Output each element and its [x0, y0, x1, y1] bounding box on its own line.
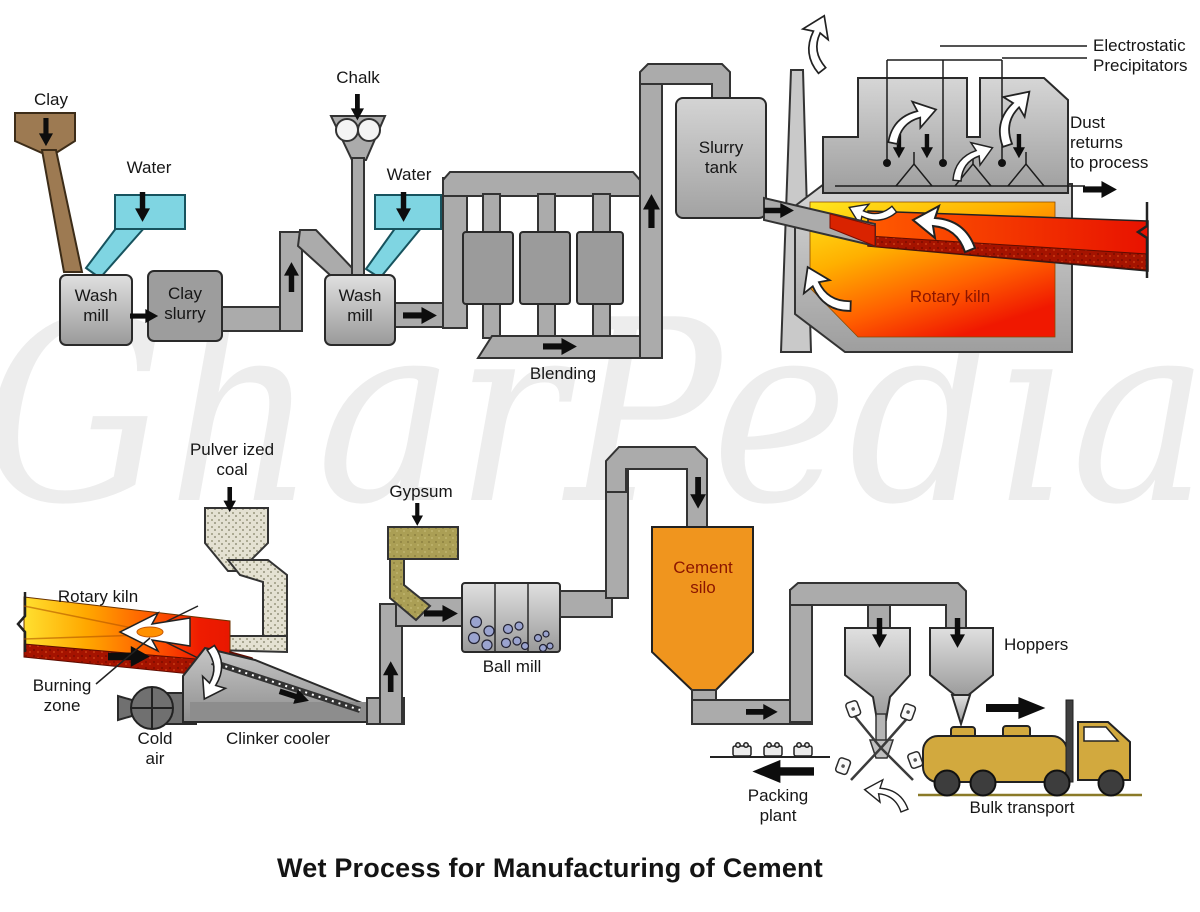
- label-water-right: Water: [386, 165, 432, 184]
- packing-machine: [834, 699, 924, 813]
- gypsum-down-arrow-icon: [411, 503, 423, 526]
- label-packing-plant: Packing plant: [747, 786, 809, 826]
- slurry-tank-vessel: [675, 97, 767, 219]
- cement-silo-vessel: [651, 526, 754, 693]
- kiln-feed-pipe: [763, 196, 876, 248]
- label-dust-returns: Dust returns to process: [1070, 113, 1149, 173]
- electrostatic-precipitator: [822, 45, 1117, 198]
- label-cement-silo: Cement silo: [673, 558, 733, 598]
- label-clinker-cooler: Clinker cooler: [226, 729, 330, 748]
- label-bulk-transport: Bulk transport: [969, 798, 1075, 817]
- bulk-transport-truck: [918, 697, 1142, 797]
- label-blending: Blending: [529, 364, 597, 383]
- cement-bag-icon: [834, 699, 924, 776]
- label-water-left: Water: [126, 158, 172, 177]
- wheel-icon: [933, 769, 1125, 797]
- packing-left-arrow-icon: [752, 759, 814, 783]
- cab-window-icon: [1083, 726, 1120, 742]
- ball-mill-box: [461, 582, 561, 653]
- clinker-cooler-assembly: [182, 603, 405, 725]
- page-title: Wet Process for Manufacturing of Cement: [277, 853, 823, 883]
- burning-zone-pointer: [95, 637, 151, 685]
- clay-slurry-box: [147, 270, 223, 342]
- hopper-2: [929, 627, 994, 728]
- label-clay-slurry: Clay slurry: [164, 284, 206, 324]
- bag-on-conveyor-icon: [732, 742, 813, 757]
- label-gypsum: Gypsum: [389, 482, 453, 501]
- packer-rotation-arrow-icon: [863, 779, 909, 813]
- pipe-network-top: [221, 63, 731, 359]
- dust-return-arrow-icon: [1083, 181, 1117, 198]
- label-burning-zone: Burning zone: [32, 676, 92, 716]
- label-wash-mill-1: Wash mill: [74, 286, 118, 326]
- pipe-ballmill-to-silo: [559, 446, 708, 618]
- water-tank-left: [84, 194, 186, 280]
- label-rotary-kiln-top: Rotary kiln: [909, 287, 991, 306]
- truck-right-arrow-icon: [986, 697, 1046, 719]
- blending-tanks: [462, 231, 624, 305]
- grinding-balls-icon: [467, 615, 554, 653]
- label-electrostatic-precipitators: Electrostatic Precipitators: [1093, 36, 1188, 76]
- exhaust-arrow-icon: [786, 8, 849, 76]
- label-pulverized-coal: Pulver ized coal: [189, 440, 275, 480]
- gypsum-feed: [387, 503, 465, 627]
- wash-mill-2-box: [324, 274, 396, 346]
- label-chalk: Chalk: [336, 68, 380, 87]
- packing-conveyor: [710, 742, 830, 783]
- chalk-hopper: [329, 115, 387, 277]
- label-clay: Clay: [33, 90, 68, 109]
- label-cold-air: Cold air: [137, 729, 173, 769]
- label-ball-mill: Ball mill: [482, 657, 542, 676]
- label-rotary-kiln-bottom: Rotary kiln: [57, 587, 139, 606]
- label-hoppers: Hoppers: [1004, 635, 1069, 654]
- label-slurry-tank: Slurry tank: [698, 138, 744, 178]
- rotary-kiln-top-assembly: [794, 183, 1149, 353]
- label-wash-mill-2: Wash mill: [338, 286, 382, 326]
- pipe-silo-to-hoppers: [691, 582, 967, 725]
- wash-mill-1-box: [59, 274, 133, 346]
